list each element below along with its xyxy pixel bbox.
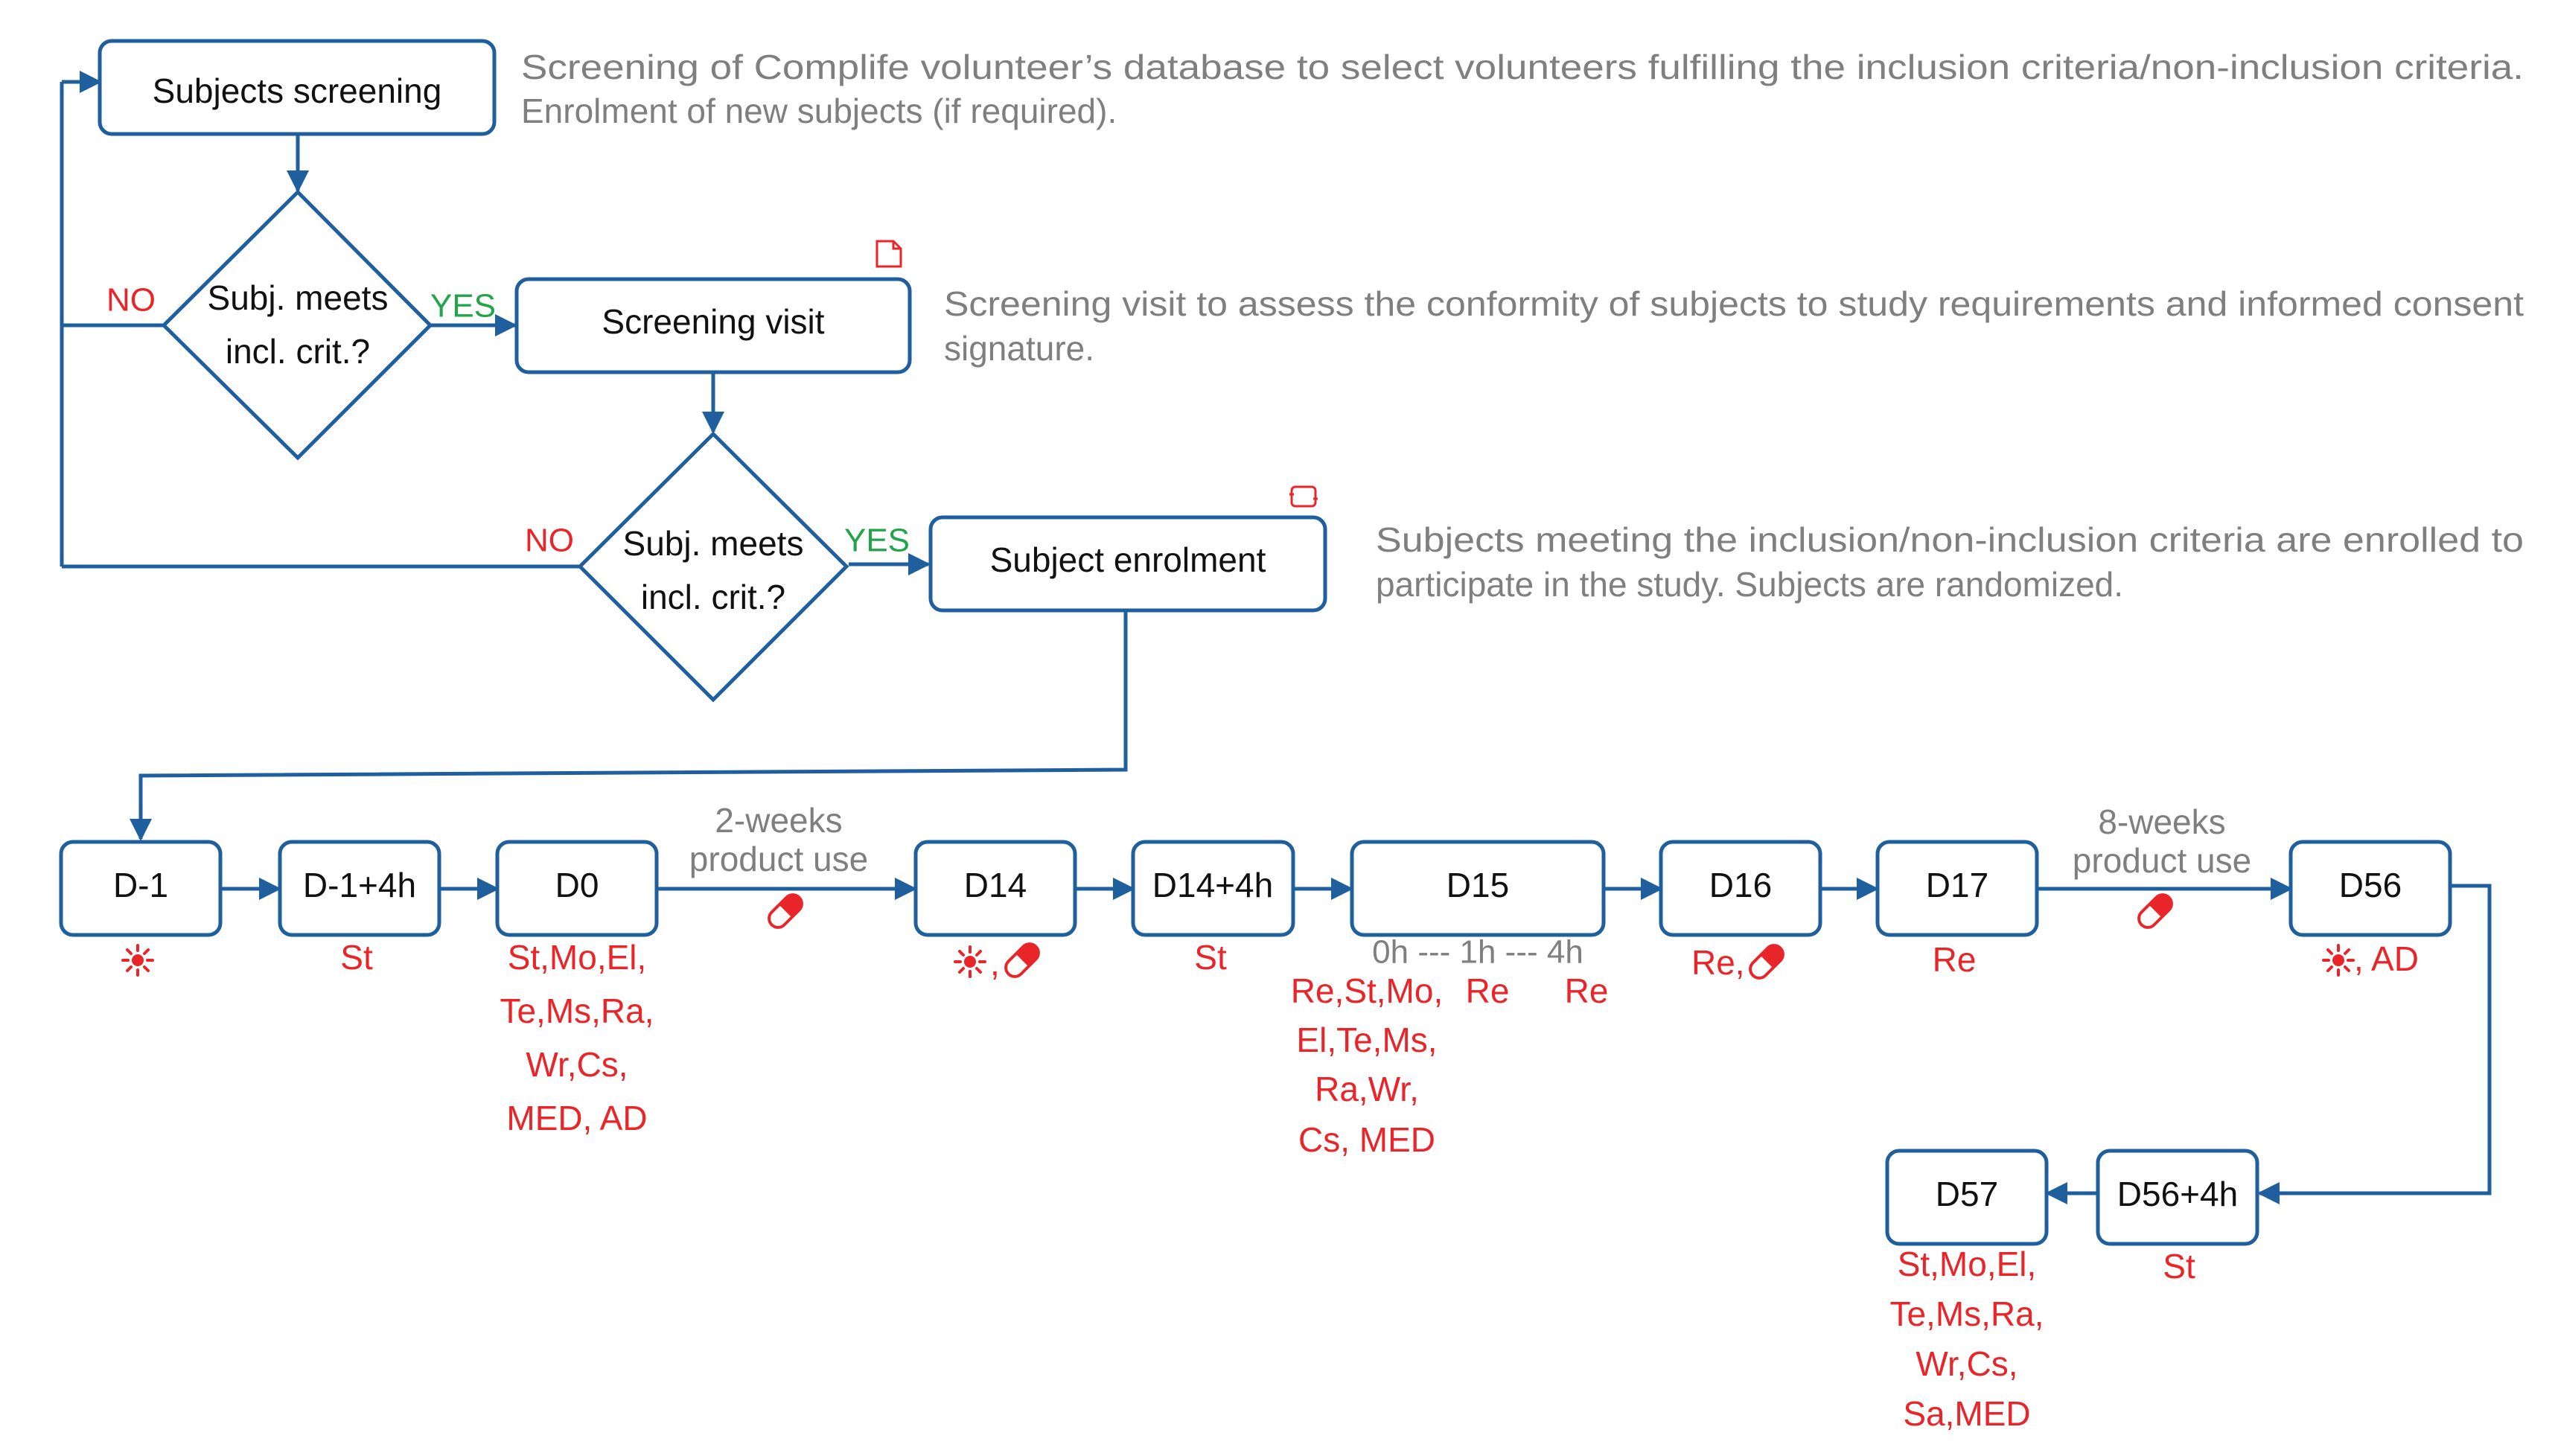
screening-visit-label: Screening visit [602,302,824,341]
day-box-d0: D0 [495,840,659,937]
day-box-d57: D57 [1885,1149,2049,1246]
decision-1: Subj. meets incl. crit.? [161,189,433,461]
product-use-1-line1: 2-weeks [715,801,842,840]
day-label: D16 [1709,866,1772,904]
subjects-screening-desc-line2: Enrolment of new subjects (if required). [521,92,1117,130]
decision-1-no-label: NO [106,282,156,319]
product-use-2-line2: product use [2073,841,2251,880]
day-label: D56 [2339,866,2402,904]
decision-2-line2: incl. crit.? [641,578,785,616]
assessment-text: Wr,Cs, [526,1045,628,1084]
product-use-2-line1: 8-weeks [2098,802,2225,841]
connector-d56-d56-4h [2257,884,2492,1204]
assessment-text: Sa,MED [1903,1394,2030,1433]
screening-visit-desc-line2: signature. [944,329,1094,368]
assessment-text: St [2163,1247,2195,1286]
day-box-d16: D16 [1659,840,1822,937]
connector-enrol-timeline [130,610,1128,841]
sun-icon [954,945,986,978]
day-label: D15 [1446,866,1509,904]
sun-icon [2322,944,2355,977]
decision-2-yes-label: YES [844,523,910,559]
day-label: D14 [964,866,1027,904]
assessment-text: Cs, MED [1298,1120,1435,1159]
capsule-icon [2134,890,2177,933]
day-label: D56+4h [2117,1175,2238,1213]
assessment-text: Te,Ms,Ra, [500,992,654,1030]
subjects-screening-box: Subjects screening [98,39,497,136]
assessment-text: MED, AD [506,1099,647,1137]
assessment-text: Re,St,Mo, [1291,971,1444,1010]
assessment-text: Te,Ms,Ra, [1889,1294,2044,1333]
subjects-screening-desc-line1: Screening of Complife volunteer’s databa… [521,48,2524,86]
day-box-d14: D14 [913,840,1077,937]
assessment-text: St,Mo,El, [508,938,647,977]
capsule-icon [1745,940,1788,983]
d15-timeline: 0h --- 1h --- 4h [1372,934,1583,971]
assessment-text: Re, [1691,943,1745,982]
decision-2-line1: Subj. meets [623,524,804,563]
screening-visit-desc-line1: Screening visit to assess the conformity… [944,284,2524,323]
subject-enrolment-desc-line2: participate in the study. Subjects are r… [1376,565,2123,604]
subject-enrolment-box: Subject enrolment [928,515,1327,613]
assessment-text: El,Te,Ms, [1296,1021,1437,1059]
day-label: D-1 [113,866,168,904]
day-label: D-1+4h [303,866,416,904]
day-label: D14+4h [1152,866,1273,904]
assessment-text: St [340,938,373,977]
assessment-text: Re [1933,940,1977,979]
subjects-screening-label: Subjects screening [153,71,442,110]
assessment-text: St [1194,938,1227,977]
product-use-1-line2: product use [689,840,868,878]
day-label: D0 [555,866,599,904]
assessment-text: St,Mo,El, [1898,1245,2037,1283]
assessment-text: Wr,Cs, [1916,1344,2017,1383]
day-box-d17: D17 [1875,840,2039,937]
screening-visit-box: Screening visit [514,277,912,374]
day-box-d-1-4h: D-1+4h [278,840,441,937]
capsule-icon [1001,939,1044,982]
connectors [60,71,2492,1204]
assessment-text-1h: Re [1466,971,1510,1010]
assessment-text: , AD [2354,939,2419,978]
day-box-d56-4h: D56+4h [2096,1149,2259,1246]
document-icon [875,240,902,268]
subject-enrolment-desc-line1: Subjects meeting the inclusion/non-inclu… [1376,520,2524,559]
day-box-d-1: D-1 [59,840,223,937]
decision-1-line1: Subj. meets [208,278,389,317]
assessment-separator: , [990,944,1000,983]
sun-icon [121,944,154,977]
assessment-text-4h: Re [1565,971,1609,1010]
decision-2-no-label: NO [525,523,574,559]
day-box-d15: D15 [1350,840,1606,937]
decision-2: Subj. meets incl. crit.? [577,431,849,703]
decision-1-yes-label: YES [430,288,496,325]
day-label: D17 [1926,866,1988,904]
randomize-icon [1289,485,1318,508]
day-label: D57 [1936,1175,1998,1213]
day-box-d14-4h: D14+4h [1131,840,1295,937]
decision-1-line2: incl. crit.? [226,332,370,371]
capsule-icon [764,890,807,933]
assessment-text: Ra,Wr, [1315,1070,1419,1108]
subject-enrolment-label: Subject enrolment [990,540,1266,579]
day-box-d56: D56 [2288,840,2452,937]
